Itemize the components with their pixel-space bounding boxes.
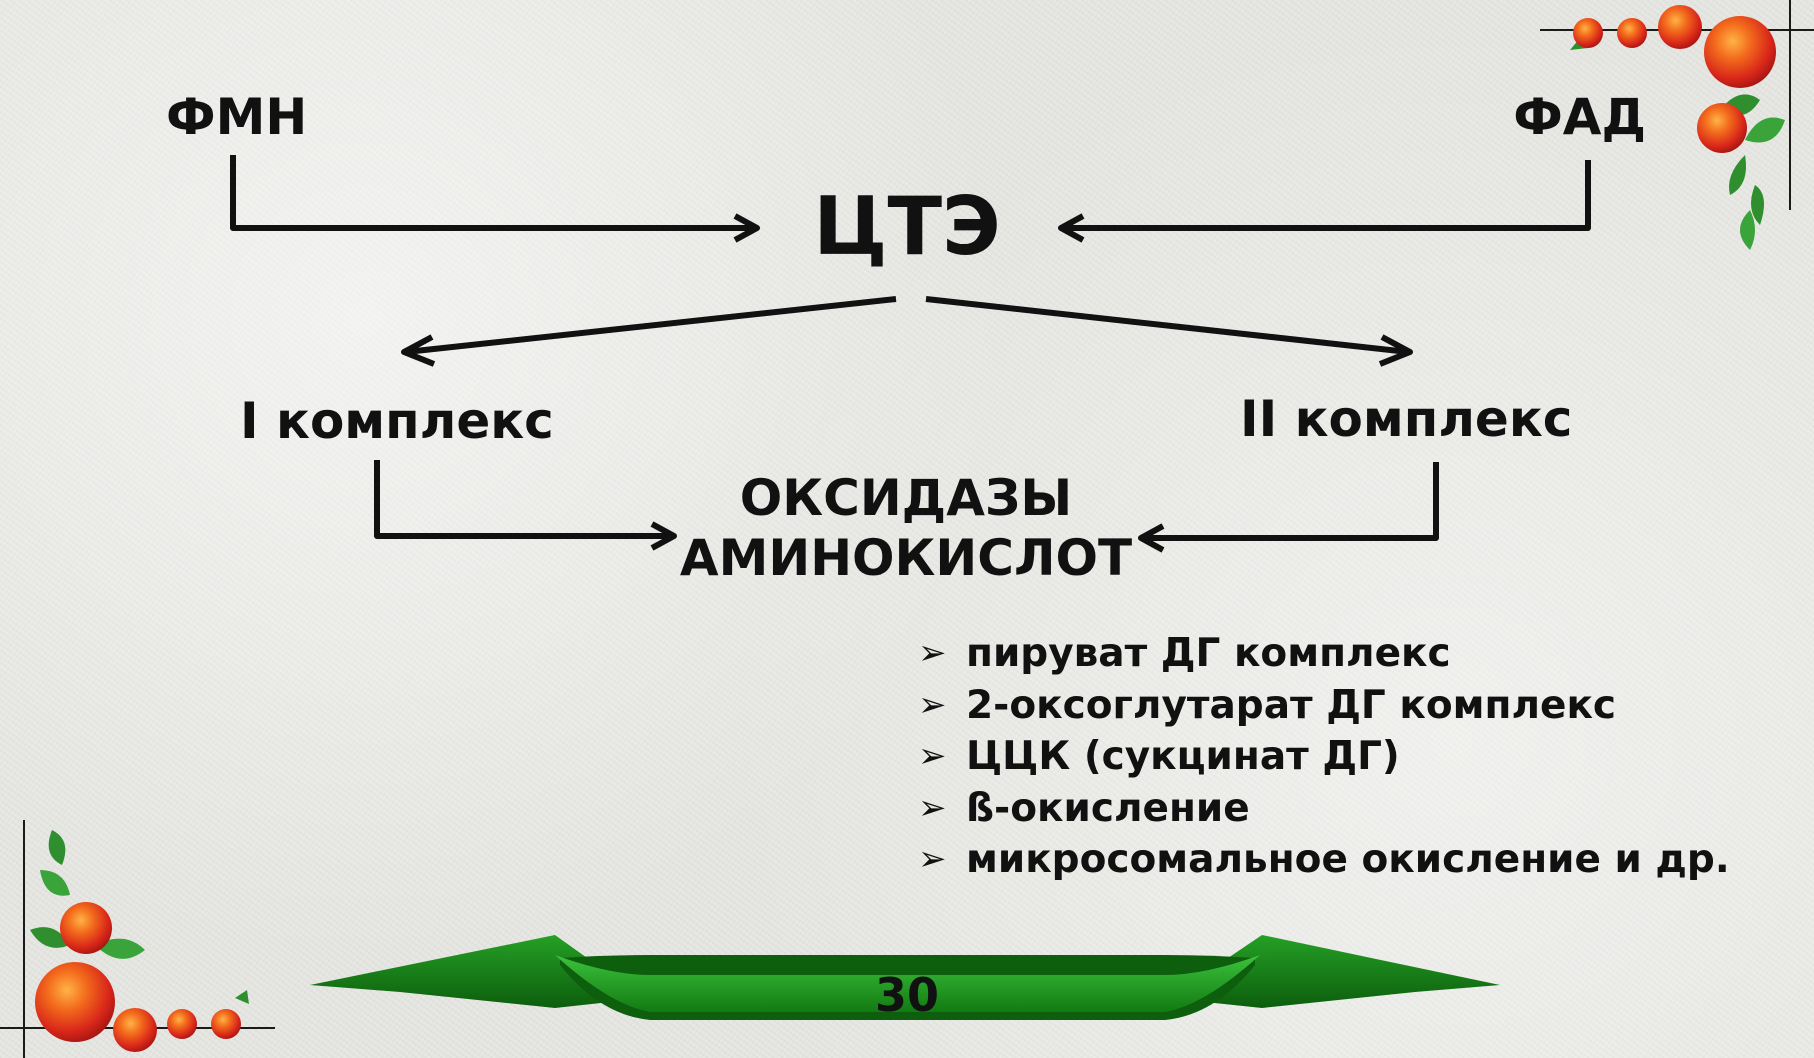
arrow-bullet-icon: ➢ — [918, 787, 947, 828]
arrow-bullet-icon: ➢ — [918, 633, 947, 673]
arrow-bullet-icon: ➢ — [918, 839, 947, 879]
list-item-text: 2-оксоглутарат ДГ комплекс — [966, 682, 1617, 728]
fmn-label: ФМН — [166, 88, 308, 146]
list-item: ➢ ß-окисление — [918, 783, 1730, 835]
ribbon-banner — [310, 935, 1500, 1020]
arrow-cte-to-complex-1 — [401, 296, 897, 367]
apple-decoration-top-right — [1540, 0, 1814, 250]
arrow-cte-to-complex-2 — [925, 296, 1413, 367]
arrow-fmn-to-cte — [230, 155, 760, 243]
arrow-bullet-icon: ➢ — [918, 736, 947, 776]
oxidases-line-2: АМИНОКИСЛОТ — [679, 529, 1133, 587]
oxidases-label: ОКСИДАЗЫ АМИНОКИСЛОТ — [600, 468, 1212, 588]
enzyme-list: ➢ пируват ДГ комплекс ➢ 2-оксоглутарат ДГ … — [918, 628, 1730, 886]
list-item-text: микросомальное окисление и др. — [966, 837, 1730, 882]
apple-decoration-bottom-left — [0, 820, 275, 1058]
list-item: ➢ пируват ДГ комплекс — [918, 628, 1730, 680]
list-item: ➢ ЦЦК (сукцинат ДГ) — [918, 731, 1730, 783]
list-item-text: пируват ДГ комплекс — [966, 631, 1451, 676]
list-item: ➢ 2-оксоглутарат ДГ комплекс — [918, 680, 1730, 732]
list-item: ➢ микросомальное окисление и др. — [918, 834, 1730, 886]
fad-label: ФАД — [1513, 88, 1646, 146]
arrow-complex-1-to-oxidases — [374, 460, 677, 551]
list-item-text: ЦЦК (сукцинат ДГ) — [966, 734, 1400, 779]
complex-2-label: II комплекс — [1240, 390, 1573, 448]
list-item-text: ß-окисление — [966, 785, 1250, 831]
complex-1-label: I комплекс — [240, 392, 554, 450]
arrow-complex-2-to-oxidases — [1138, 462, 1439, 553]
oxidases-line-1: ОКСИДАЗЫ — [739, 469, 1073, 527]
page-number: 30 — [874, 968, 939, 1022]
arrow-bullet-icon: ➢ — [918, 684, 947, 725]
arrow-fad-to-cte — [1058, 160, 1591, 243]
cte-label: ЦТЭ — [813, 180, 1001, 273]
